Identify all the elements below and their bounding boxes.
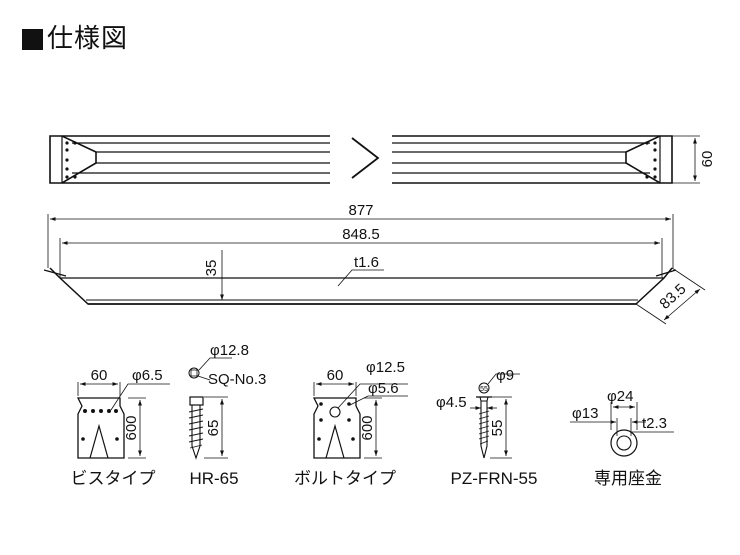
screw-plate-height: 600 <box>123 415 140 440</box>
pz-head-mark: 55 <box>480 386 488 393</box>
washer <box>570 402 674 457</box>
bolt-plate-hole-small: φ5.6 <box>368 380 399 397</box>
black-square-icon <box>22 28 43 50</box>
washer-caption: 専用座金 <box>594 469 662 488</box>
hr65-head: φ12.8 <box>210 342 249 359</box>
hr65-length: 65 <box>205 420 222 437</box>
dim-inner-length: 848.5 <box>342 226 380 243</box>
washer-inner <box>616 435 632 451</box>
dim-thickness: t1.6 <box>354 254 379 271</box>
break-symbol <box>351 137 380 179</box>
bolt-plate-caption: ボルトタイプ <box>294 469 396 488</box>
hr65-drive: SQ-No.3 <box>208 371 266 388</box>
screw-plate-caption: ビスタイプ <box>71 469 156 488</box>
title-text: 仕様図 <box>47 24 129 54</box>
washer-thickness: t2.3 <box>642 415 667 432</box>
pz-head: φ9 <box>496 367 514 384</box>
dim-height-60: 60 <box>699 151 716 168</box>
bolt-plate-width: 60 <box>327 367 344 384</box>
screw-type-plate <box>76 382 170 459</box>
pz-frn55-screw: 55 <box>470 373 520 459</box>
right-plate-holes <box>645 141 657 179</box>
washer-outer <box>610 429 638 457</box>
bolt-plate-hole-large: φ12.5 <box>366 359 405 376</box>
left-rails <box>62 135 330 184</box>
hr65-screw <box>188 357 232 460</box>
side-view <box>43 214 706 325</box>
dim-total-length: 877 <box>348 202 373 219</box>
bolt-type-plate <box>312 382 408 459</box>
pz-caption: PZ-FRN-55 <box>451 469 538 488</box>
screw-plate-width: 60 <box>91 367 108 384</box>
dim-end: 83.5 <box>656 281 689 313</box>
pz-shank: φ4.5 <box>436 394 467 411</box>
top-view <box>49 135 700 184</box>
pz-head-icon <box>478 382 490 394</box>
washer-inner-dia: φ13 <box>572 405 598 422</box>
page-title: 仕様図 <box>22 22 128 56</box>
washer-outer-dia: φ24 <box>607 388 633 405</box>
rail-body <box>49 267 673 305</box>
dim-depth: 35 <box>203 260 220 277</box>
left-plate-holes <box>65 141 77 179</box>
hr65-caption: HR-65 <box>189 469 238 488</box>
screw-plate-hole: φ6.5 <box>132 367 163 384</box>
hr65-head-icon <box>188 367 200 379</box>
pz-length: 55 <box>489 420 506 437</box>
bolt-plate-height: 600 <box>359 415 376 440</box>
right-rails <box>392 135 660 184</box>
